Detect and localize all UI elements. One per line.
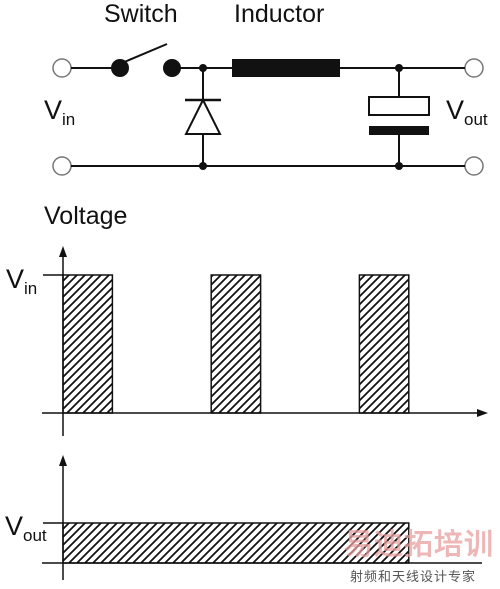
voltage-chart (42, 246, 488, 436)
switch-symbol (111, 43, 181, 77)
junction-dot (395, 64, 403, 72)
y-axis-arrow (59, 246, 67, 257)
diode-symbol (184, 68, 222, 166)
vin-bottom-terminal (52, 156, 72, 176)
y-tick-label-vout: Vout (5, 511, 47, 545)
voltage-pulse-3 (358, 274, 410, 414)
inductor-label: Inductor (234, 0, 325, 28)
y-axis-arrow (59, 455, 67, 466)
x-axis-arrow (477, 409, 488, 417)
pulse-group (62, 522, 410, 564)
voltage-pulse-2 (210, 274, 262, 414)
inductor-symbol (232, 59, 340, 77)
switch-label: Switch (104, 0, 178, 28)
circuit-schematic (52, 43, 484, 176)
capacitor-symbol (368, 68, 430, 166)
y-tick-label-vin: Vin (6, 264, 38, 298)
voltage-pulse-1 (62, 274, 114, 414)
junction-dot (395, 162, 403, 170)
junction-dot (199, 162, 207, 170)
output-voltage-chart (42, 455, 482, 580)
pulse-group (62, 274, 410, 414)
vout-top-terminal (464, 58, 484, 78)
voltage-pulse-1 (62, 522, 410, 564)
vout-label: Vout (446, 95, 488, 129)
vin-top-terminal (52, 58, 72, 78)
junction-dot (199, 64, 207, 72)
watermark-tagline: 射频和天线设计专家 (350, 569, 477, 584)
vin-label: Vin (44, 95, 76, 129)
watermark-logo: 易迪拓培训 (344, 529, 495, 561)
vout-bottom-terminal (464, 156, 484, 176)
chart-title: Voltage (44, 202, 128, 230)
